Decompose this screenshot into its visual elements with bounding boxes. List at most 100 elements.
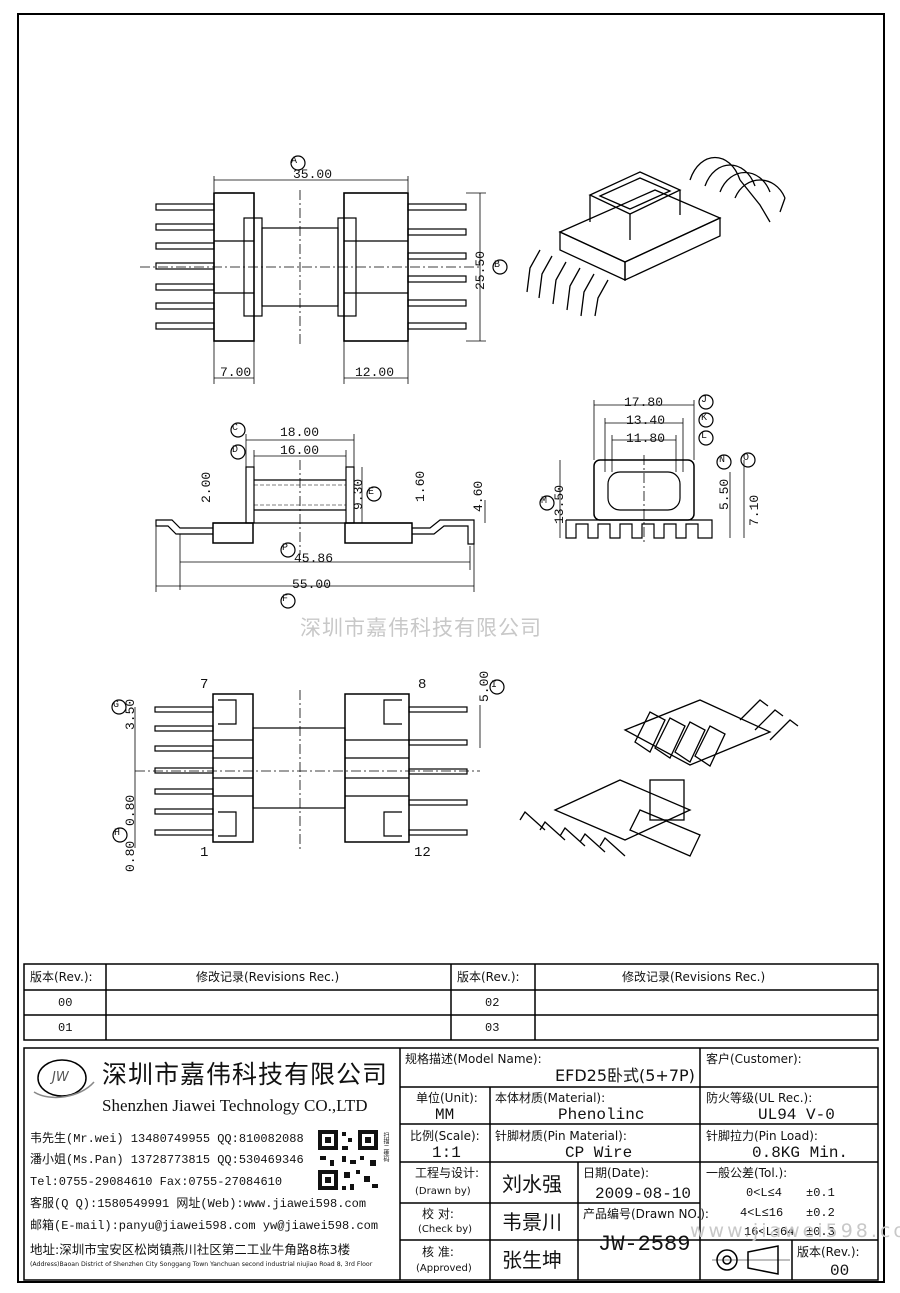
drawn-value: 刘水强 xyxy=(502,1172,562,1196)
rev-header-left: 版本(Rev.): xyxy=(30,970,93,984)
dim-c: 18.00 xyxy=(280,425,320,440)
pin-label-8: 8 xyxy=(418,677,427,693)
top-view xyxy=(140,155,508,384)
qr-code xyxy=(318,1130,378,1190)
company-name-cn: 深圳市嘉伟科技有限公司 xyxy=(102,1060,389,1089)
dim-j: 17.80 xyxy=(624,395,664,410)
circle-o-label: O xyxy=(743,453,750,464)
drawn-label-cn: 工程与设计: xyxy=(415,1166,480,1180)
pin-material-value: CP Wire xyxy=(565,1144,633,1162)
circle-b-label: B xyxy=(494,260,501,271)
approve-label-cn: 核 准: xyxy=(422,1245,454,1259)
dim-930: 9.30 xyxy=(351,478,366,510)
unit-value: MM xyxy=(435,1106,455,1124)
customer-label: 客户(Customer): xyxy=(706,1052,802,1066)
circle-d-label: D xyxy=(232,445,239,456)
dim-left-pad: 7.00 xyxy=(220,365,252,380)
pin-material-label: 针脚材质(Pin Material): xyxy=(495,1129,627,1143)
drawn-label-en: (Drawn by) xyxy=(415,1186,471,1197)
dim-710: 7.10 xyxy=(747,494,762,526)
tol-value-3: ±0.3 xyxy=(806,1225,835,1239)
circle-g-label: G xyxy=(113,700,120,711)
dim-a: 35.00 xyxy=(293,167,333,182)
logo-text: JW xyxy=(52,1070,69,1085)
contact-email: 邮箱(E-mail):panyu@jiawei598.com yw@jiawei… xyxy=(30,1219,379,1233)
dim-m: 13.50 xyxy=(552,484,567,524)
pin-load-value: 0.8KG Min. xyxy=(752,1144,849,1162)
circle-m-label: M xyxy=(541,496,548,507)
circle-e-label: E xyxy=(368,487,375,498)
circle-f-label: F xyxy=(282,594,289,605)
front-view xyxy=(155,422,486,609)
check-label-en: (Check by) xyxy=(418,1224,473,1235)
url-watermark: www.jiawei598.com xyxy=(690,1220,900,1242)
scale-value: 1:1 xyxy=(432,1144,461,1162)
date-value: 2009-08-10 xyxy=(595,1185,692,1203)
side-view xyxy=(539,394,756,545)
circle-i-label: I xyxy=(491,680,498,691)
dim-right-pad: 12.00 xyxy=(355,365,395,380)
contact-wei: 韦先生(Mr.wei) 13480749955 QQ:810082088 xyxy=(30,1132,304,1146)
dim-k: 13.40 xyxy=(626,413,666,428)
iso-view-bottom xyxy=(519,699,799,857)
rec-header-right: 修改记录(Revisions Rec.) xyxy=(622,970,766,984)
tol-value-2: ±0.2 xyxy=(806,1206,835,1220)
circle-c-label: C xyxy=(232,423,239,434)
dim-d: 16.00 xyxy=(280,443,320,458)
ul-value: UL94 V-0 xyxy=(758,1106,835,1124)
tol-range-3: 16<L≤64 xyxy=(744,1225,795,1239)
titleblock-grid xyxy=(23,1047,879,1281)
model-value: EFD25卧式(5+7P) xyxy=(555,1066,695,1085)
pin-label-7: 7 xyxy=(200,677,209,693)
circle-j-label: J xyxy=(701,395,708,406)
pin-load-label: 针脚拉力(Pin Load): xyxy=(706,1129,818,1143)
tol-range-1: 0<L≤4 xyxy=(746,1186,783,1200)
dim-g: 3.50 xyxy=(123,698,138,730)
drawn-no-value: JW-2589 xyxy=(598,1232,691,1257)
rev-label: 版本(Rev.): xyxy=(797,1245,860,1259)
revisions-grid xyxy=(23,963,879,1041)
dim-460: 4.60 xyxy=(471,480,486,512)
circle-n-label: N xyxy=(719,455,726,466)
dim-2: 2.00 xyxy=(199,471,214,503)
sheet-border xyxy=(17,13,885,1283)
check-label-cn: 校 对: xyxy=(422,1207,454,1221)
pin-label-1: 1 xyxy=(200,845,209,861)
scale-label: 比例(Scale): xyxy=(410,1129,480,1143)
ul-label: 防火等级(UL Rec.): xyxy=(706,1091,813,1105)
unit-label: 单位(Unit): xyxy=(416,1091,478,1105)
approve-label-en: (Approved) xyxy=(416,1263,472,1274)
check-value: 韦景川 xyxy=(502,1210,562,1234)
company-name-en: Shenzhen Jiawei Technology CO.,LTD xyxy=(102,1096,368,1115)
qr-caption: 扫描二维码 xyxy=(382,1132,389,1162)
rev-row-03: 03 xyxy=(485,1021,500,1035)
watermark-text: 深圳市嘉伟科技有限公司 xyxy=(300,616,542,640)
circle-h-label: H xyxy=(114,828,121,839)
circle-l-label: L xyxy=(701,431,708,442)
pin-label-12: 12 xyxy=(414,845,431,861)
address-en: (Address)Baoan District of Shenzhen City… xyxy=(30,1261,373,1268)
rev-row-01: 01 xyxy=(58,1021,73,1035)
dim-f: 55.00 xyxy=(292,577,332,592)
dim-l: 11.80 xyxy=(626,431,666,446)
circle-a-label: A xyxy=(291,156,298,167)
circle-k-label: K xyxy=(701,413,708,424)
rev-value: 00 xyxy=(830,1262,850,1280)
model-label: 规格描述(Model Name): xyxy=(405,1052,542,1066)
rec-header-left: 修改记录(Revisions Rec.) xyxy=(196,970,340,984)
contact-tel-fax: Tel:0755-29084610 Fax:0755-27084610 xyxy=(30,1175,283,1189)
rev-header-right: 版本(Rev.): xyxy=(457,970,520,984)
dim-b: 25.50 xyxy=(473,250,488,290)
company-logo xyxy=(33,1059,95,1099)
drawn-no-label: 产品编号(Drawn NO.): xyxy=(583,1207,709,1221)
dim-550: 5.50 xyxy=(717,478,732,510)
dim-h2: 0.80 xyxy=(123,840,138,872)
material-label: 本体材质(Material): xyxy=(495,1091,606,1105)
tol-label: 一般公差(Tol.): xyxy=(706,1166,788,1180)
dim-160: 1.60 xyxy=(413,470,428,502)
dim-h1: 0.80 xyxy=(123,794,138,826)
iso-view-top xyxy=(526,156,786,317)
bottom-view xyxy=(111,679,505,850)
